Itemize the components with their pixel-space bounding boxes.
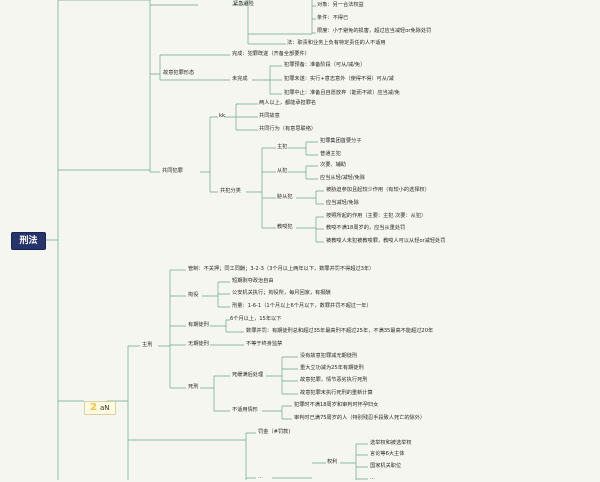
node-instigator-role[interactable]: 按照所起的作用（主要：主犯 次要：从犯） — [326, 213, 427, 219]
node-detention-term[interactable]: 刑量：1-6-1（1个月以上6个月以下，数罪并罚不超过一年） — [232, 303, 372, 309]
node-instigator[interactable]: 教唆犯 — [277, 224, 293, 230]
node-reprieve-4[interactable]: 故意犯罪未执行死刑的重新计算 — [300, 390, 373, 396]
node-rights[interactable]: 权利 — [327, 459, 338, 465]
node-partial-top[interactable]: ... — [288, 0, 293, 2]
node-fixed-term-combined[interactable]: 数罪并罚：有期徒刑总和超过35年最高刑不超过25年，不满35最高不能超过20年 — [246, 328, 434, 334]
node-joint-intent[interactable]: 共同故意 — [259, 113, 280, 119]
node-joint-act[interactable]: 共同行为（有意思联络） — [259, 126, 317, 132]
node-preparation[interactable]: 犯罪预备：准备阶段（可从/减/免） — [284, 62, 366, 68]
node-main-penalty[interactable]: 主刑 — [142, 342, 153, 348]
node-instigator-failed[interactable]: 被教唆人未犯被教唆罪，教唆人可以从轻or减轻处罚 — [326, 238, 446, 244]
node-emergency-note[interactable]: 法：职责和业务上负有特定责任的人不适用 — [287, 40, 386, 46]
node-fixed-term[interactable]: 有期徒刑 — [188, 322, 209, 328]
node-principal[interactable]: 主犯 — [277, 144, 288, 150]
number-badge: 2 — [90, 402, 97, 413]
node-emergency-limit[interactable]: 限度：小于避免的损害，超过应当减轻or免除处罚 — [317, 28, 432, 34]
node-stages[interactable]: 故意犯罪形态 — [163, 70, 195, 76]
node-joint-kk[interactable]: kk — [219, 113, 226, 119]
node-fine[interactable]: 罚金（#罚款) — [258, 429, 291, 435]
node-instigator-minor[interactable]: 教唆不满18周岁的，应当从重处罚 — [326, 225, 406, 231]
node-rights-1[interactable]: 选举权和被选举权 — [370, 440, 412, 446]
node-reprieve-1[interactable]: 没有故意犯罪减无期徒刑 — [300, 353, 358, 359]
node-joint-two[interactable]: 两人以上，都能承担罪名 — [259, 100, 317, 106]
node-fixed-term-range[interactable]: 6个月以上，15年以下 — [230, 316, 282, 322]
node-emergency-object[interactable]: 对象：另一合法权益 — [317, 2, 364, 8]
node-detention[interactable]: 拘役 — [188, 292, 199, 298]
node-reprieve-2[interactable]: 重大立功减为25年有期徒刑 — [300, 365, 364, 371]
node-detention-exec[interactable]: 公安机关执行；拘役所，每月回家，有报酬 — [232, 290, 331, 296]
node-classes[interactable]: 共犯分类 — [220, 188, 241, 194]
node-rights-3[interactable]: 国家机关职位 — [370, 463, 402, 469]
node-reprieve[interactable]: 死缓满后处理 — [232, 372, 264, 378]
node-coerced[interactable]: 胁从犯 — [277, 194, 293, 200]
node-stages-incomplete[interactable]: 未完成 — [232, 76, 248, 82]
node-partial-bottom[interactable]: ... — [258, 474, 263, 480]
node-reprieve-3[interactable]: 故意犯罪，情节恶劣执行死刑 — [300, 377, 368, 383]
node-emergency[interactable]: 紧急避险 — [233, 1, 254, 7]
node-principal-common[interactable]: 普通主犯 — [320, 151, 341, 157]
node-accessory[interactable]: 从犯 — [277, 168, 288, 174]
node-accessory-reduce[interactable]: 应当从轻/减轻/免除 — [320, 175, 365, 181]
node-exempt[interactable]: 不适用情形 — [232, 407, 258, 413]
node-joint[interactable]: 共同犯罪 — [162, 168, 183, 174]
node-rights-2[interactable]: 言论等6大主体 — [370, 451, 405, 457]
node-coerced-forced[interactable]: 被胁迫参加且起较少作用（有较小的选择权） — [326, 187, 430, 193]
node-stages-complete[interactable]: 完成：犯罪既遂（齐备全部要件） — [232, 51, 310, 57]
node-emergency-condition[interactable]: 条件：不得已 — [317, 15, 349, 21]
node-exempt-2[interactable]: 审判时已满75周岁的人（特别残忍手段致人死亡的除外） — [294, 415, 426, 421]
node-surveillance[interactable]: 管制：不关押；同工同酬；3-2-3（3个月以上两年以下，数罪并罚不得超过3年） — [188, 266, 375, 272]
node-principal-leader[interactable]: 犯罪集团首要分子 — [320, 138, 362, 144]
sub-branch-label: aN — [99, 404, 110, 412]
node-accessory-minor[interactable]: 次要、辅助 — [320, 162, 346, 168]
node-life[interactable]: 无期徒刑 — [188, 341, 209, 347]
node-attempt[interactable]: 犯罪未遂：实行+意志意外（使得不得）可从/减 — [284, 76, 394, 82]
node-death[interactable]: 死刑 — [188, 384, 199, 390]
root-node[interactable]: 刑法 — [11, 232, 46, 250]
node-coerced-reduce[interactable]: 应当减轻/免除 — [326, 200, 359, 206]
node-detention-short[interactable]: 短期剥夺政治自由 — [232, 278, 274, 284]
node-abandon[interactable]: 犯罪中止：准备且自愿放弃（能而不欲）应当减/免 — [284, 90, 400, 96]
node-rights-4[interactable]: ... — [370, 475, 375, 481]
node-exempt-1[interactable]: 犯罪时不满18周岁和审判时怀孕妇女 — [294, 402, 379, 408]
node-life-note[interactable]: 不等于终身监禁 — [246, 341, 283, 347]
